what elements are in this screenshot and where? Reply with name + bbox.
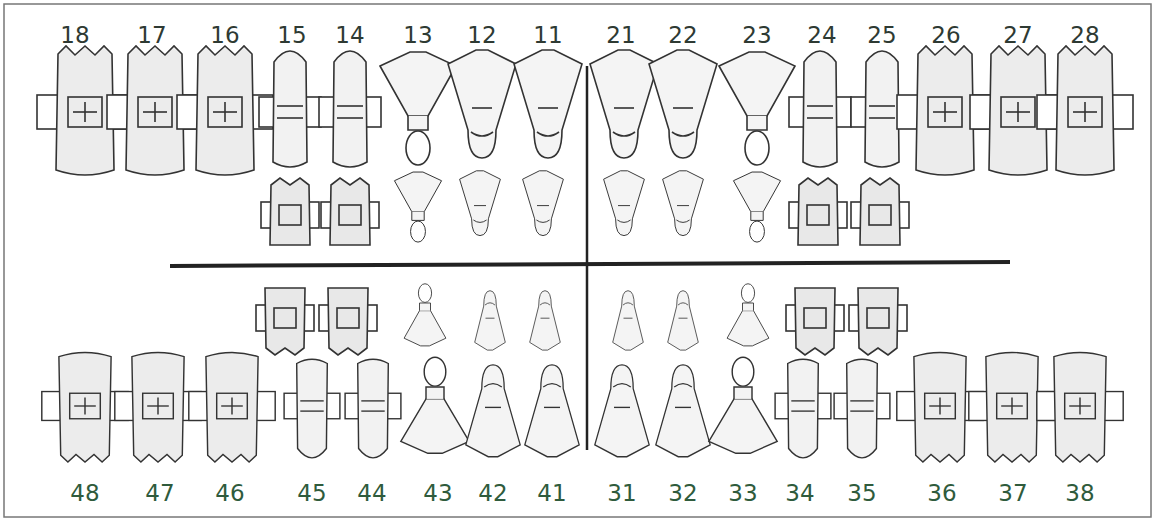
tooth-number: 11 [533,22,562,48]
tooth-number: 13 [403,22,432,48]
tooth-number: 31 [607,480,636,506]
tooth-number: 32 [668,480,697,506]
tooth-number: 26 [931,22,960,48]
tooth-number: 22 [668,22,697,48]
tooth-number: 28 [1070,22,1099,48]
tooth-number: 15 [277,22,306,48]
tooth-number: 27 [1003,22,1032,48]
tooth-number: 47 [145,480,174,506]
tooth-number: 17 [137,22,166,48]
tooth-number: 33 [728,480,757,506]
tooth-number: 44 [357,480,386,506]
tooth-number: 45 [297,480,326,506]
tooth-number: 24 [807,22,836,48]
tooth-number: 21 [606,22,635,48]
tooth-number: 43 [423,480,452,506]
tooth-number: 34 [785,480,814,506]
tooth-number: 37 [998,480,1027,506]
tooth-number: 18 [60,22,89,48]
tooth-number: 38 [1065,480,1094,506]
tooth-number: 12 [467,22,496,48]
tooth-number: 14 [335,22,364,48]
tooth-number: 46 [215,480,244,506]
tooth-number: 23 [742,22,771,48]
tooth-number: 48 [70,480,99,506]
tooth-number: 16 [210,22,239,48]
tooth-number: 36 [927,480,956,506]
tooth-number: 35 [847,480,876,506]
tooth-number: 25 [867,22,896,48]
tooth-number: 42 [478,480,507,506]
tooth-number: 41 [537,480,566,506]
